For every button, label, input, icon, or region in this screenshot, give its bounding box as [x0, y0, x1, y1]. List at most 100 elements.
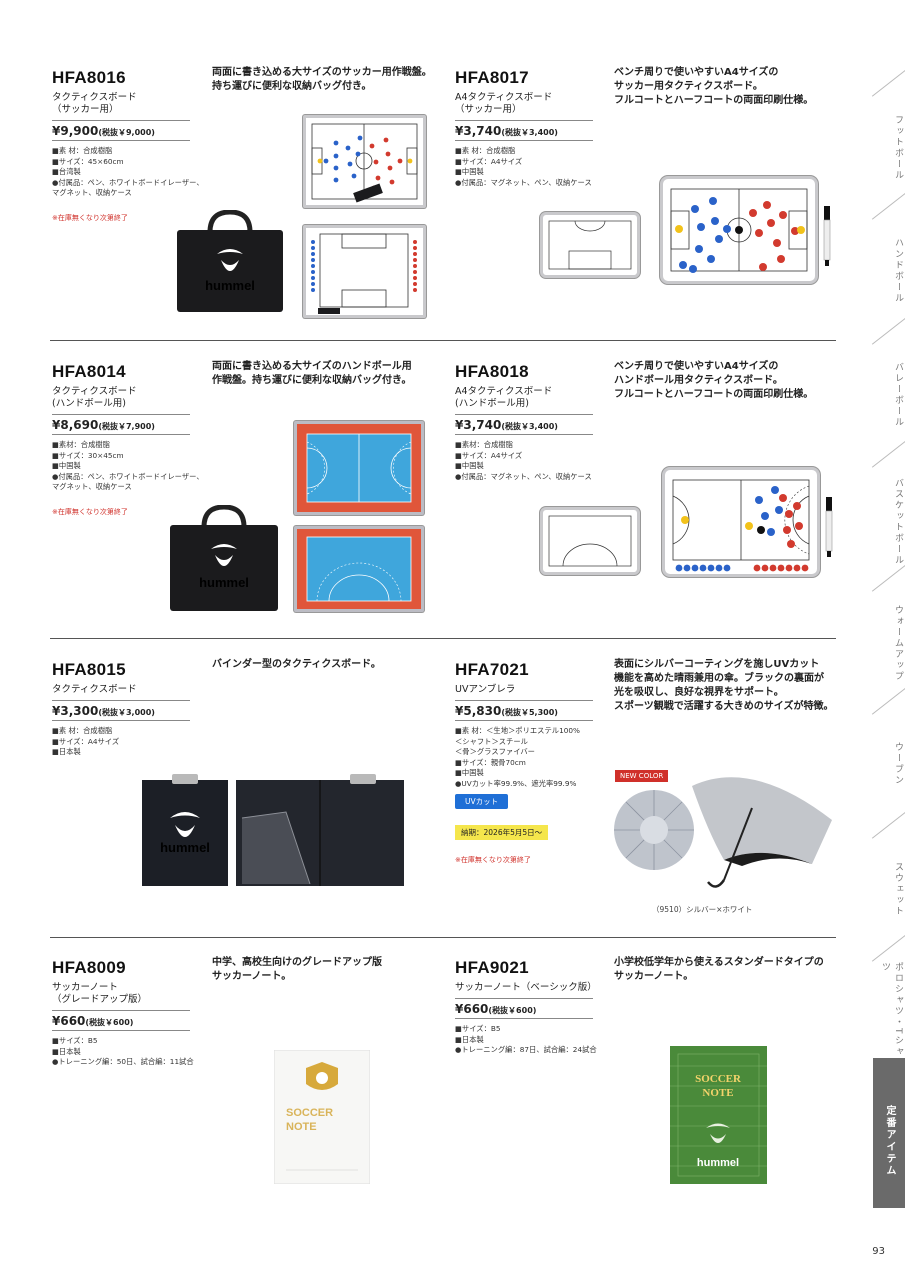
product-price: ¥5,830(税抜￥5,300): [455, 700, 593, 721]
stock-note: ※在庫無くなり次第終了: [455, 856, 531, 864]
product-name: サッカーノート （グレードアップ版）: [52, 982, 148, 1005]
product-price: ¥660(税抜￥600): [455, 998, 593, 1019]
soccer-board-front: [303, 115, 426, 208]
umbrella-image: [614, 777, 832, 888]
product-name: タクティクスボード (ハンドボール用): [52, 386, 137, 409]
a4-soccer-board-front: [660, 176, 818, 284]
product-code: HFA8015: [52, 660, 126, 679]
product-code: HFA8009: [52, 958, 126, 977]
soccer-half-field-icon: [311, 233, 417, 314]
product-hfa8017: HFA8017 A4タクティクスボード （サッカー用） ¥3,740(税抜￥3,…: [455, 68, 593, 188]
product-description: バインダー型のタクティクスボード。: [212, 659, 381, 670]
product-price: ¥3,740(税抜￥3,400): [455, 414, 593, 435]
tab-separator: [871, 688, 905, 715]
tab-woven[interactable]: ウーブン: [893, 742, 903, 786]
tab-basketball[interactable]: バスケットボール: [893, 478, 903, 566]
handball-board-front: [294, 421, 424, 515]
tab-active-bg: [873, 1058, 905, 1208]
product-description: ベンチ周りで使いやすいA4サイズの ハンドボール用タクティクスボード。 フルコー…: [614, 361, 814, 400]
product-description: ベンチ周りで使いやすいA4サイズの サッカー用タクティクスボード。 フルコートと…: [614, 67, 814, 106]
a4-soccer-board-back: [540, 212, 640, 278]
brand-label: hummel: [199, 575, 249, 590]
product-code: HFA8014: [52, 362, 126, 381]
product-description: 表面にシルバーコーティングを施しUVカット 機能を高めた晴雨兼用の傘。ブラックの…: [614, 659, 834, 712]
hummel-logo-icon: [706, 1123, 730, 1143]
section-divider: [50, 340, 836, 341]
tab-football[interactable]: フットボール: [893, 115, 903, 181]
delivery-date-badge: 納期：2026年5月5日～: [455, 825, 549, 840]
product-price: ¥9,900(税抜￥9,000): [52, 120, 190, 141]
product-hfa8016: HFA8016 タクティクスボード （サッカー用） ¥9,900(税抜￥9,00…: [52, 68, 204, 223]
storage-bag-image: hummel: [177, 210, 283, 312]
tab-separator: [871, 70, 905, 97]
tab-separator: [871, 935, 905, 962]
tab-warmup[interactable]: ウォームアップ: [893, 605, 903, 682]
pen-icon: [825, 497, 833, 557]
product-name: A4タクティクスボード (ハンドボール用): [455, 386, 553, 409]
product-name: A4タクティクスボード （サッカー用）: [455, 92, 553, 115]
handball-court-icon: [672, 479, 810, 572]
tab-handball[interactable]: ハンドボール: [893, 238, 903, 304]
hummel-logo-icon: [170, 812, 200, 837]
product-price: ¥3,740(税抜￥3,400): [455, 120, 593, 141]
product-description: 両面に書き込める大サイズのサッカー用作戦盤。 持ち運びに便利な収納バッグ付き。: [212, 67, 432, 92]
product-name: サッカーノート（ベーシック版）: [455, 982, 597, 993]
product-name: タクティクスボード （サッカー用）: [52, 92, 137, 115]
a4-handball-board-front: [662, 467, 820, 577]
product-name: UVアンブレラ: [455, 684, 516, 695]
product-specs: ■素材：合成樹脂■サイズ：A4サイズ■中国製●付属品：マグネット、ペン、収納ケー…: [455, 440, 592, 481]
product-specs: ■素材：合成樹脂■サイズ：30×45cm■中国製●付属品：ペン、ホワイトボードイ…: [52, 440, 204, 492]
section-divider: [50, 937, 836, 938]
tab-separator: [871, 441, 905, 468]
product-code: HFA7021: [455, 660, 529, 679]
note-title-line2: NOTE: [702, 1087, 733, 1099]
soccer-field-icon: [311, 123, 418, 203]
tab-standard-items[interactable]: 定番アイテム: [884, 1105, 895, 1177]
soccer-board-back: [303, 225, 426, 318]
tab-separator: [871, 318, 905, 345]
handball-board-back: [294, 526, 424, 612]
product-specs: ■素 材：合成樹脂■サイズ：A4サイズ■日本製: [52, 726, 120, 757]
soccer-half-field-icon: [548, 220, 632, 270]
brand-label: hummel: [160, 840, 210, 855]
soccer-field-icon: [670, 188, 808, 273]
product-hfa8015: HFA8015 タクティクスボード ¥3,300(税抜￥3,000) ■素 材：…: [52, 660, 190, 758]
product-hfa8014: HFA8014 タクティクスボード (ハンドボール用) ¥8,690(税抜￥7,…: [52, 362, 204, 517]
handball-half-court-icon: [297, 529, 421, 609]
color-caption: （9510）シルバー×ホワイト: [652, 905, 753, 914]
brand-label: hummel: [205, 278, 255, 293]
brand-label: hummel: [697, 1157, 739, 1169]
tab-polo-tshirt[interactable]: ポロシャツ・Tシャツ: [880, 962, 903, 1058]
product-specs: ■素 材：＜生地＞ポリエステル100%＜シャフト＞スチール＜骨＞グラスファイバー…: [455, 726, 580, 788]
a4-handball-board-back: [540, 507, 640, 575]
uv-cut-badge: UVカット: [455, 794, 509, 809]
product-code: HFA8018: [455, 362, 529, 381]
tab-sweat[interactable]: スウェット: [893, 862, 903, 917]
storage-bag-image: hummel: [170, 505, 278, 611]
product-code: HFA9021: [455, 958, 529, 977]
soccer-note-gradeup-cover: SOCCER NOTE: [274, 1050, 370, 1184]
product-hfa8009: HFA8009 サッカーノート （グレードアップ版） ¥660(税抜￥600) …: [52, 958, 194, 1068]
handball-half-court-icon: [548, 515, 632, 567]
product-code: HFA8017: [455, 68, 529, 87]
binder-open-image: [236, 774, 404, 886]
product-description: 両面に書き込める大サイズのハンドボール用 作戦盤。持ち運びに便利な収納バッグ付き…: [212, 361, 412, 386]
stock-note: ※在庫無くなり次第終了: [52, 507, 128, 516]
product-code: HFA8016: [52, 68, 126, 87]
product-price: ¥3,300(税抜￥3,000): [52, 700, 190, 721]
note-title-line1: SOCCER: [286, 1107, 333, 1119]
binder-closed-image: hummel: [142, 774, 228, 886]
product-price: ¥8,690(税抜￥7,900): [52, 414, 190, 435]
product-specs: ■素 材：合成樹脂■サイズ：45×60cm■台湾製●付属品：ペン、ホワイトボード…: [52, 146, 204, 198]
new-color-badge: NEW COLOR: [615, 770, 669, 782]
product-price: ¥660(税抜￥600): [52, 1010, 190, 1031]
handball-court-icon: [297, 424, 421, 512]
soccer-note-basic-cover: SOCCER NOTE hummel: [670, 1046, 767, 1184]
product-description: 中学、高校生向けのグレードアップ版 サッカーノート。: [212, 957, 382, 982]
tab-volleyball[interactable]: バレーボール: [893, 362, 903, 428]
product-specs: ■サイズ：B5■日本製●トレーニング編：87日、試合編：24試合: [455, 1024, 597, 1055]
hummel-logo-icon: [211, 544, 237, 566]
stock-note: ※在庫無くなり次第終了: [52, 213, 128, 222]
product-hfa8018: HFA8018 A4タクティクスボード (ハンドボール用) ¥3,740(税抜￥…: [455, 362, 593, 482]
product-specs: ■素 材：合成樹脂■サイズ：A4サイズ■中国製●付属品：マグネット、ペン、収納ケ…: [455, 146, 592, 187]
